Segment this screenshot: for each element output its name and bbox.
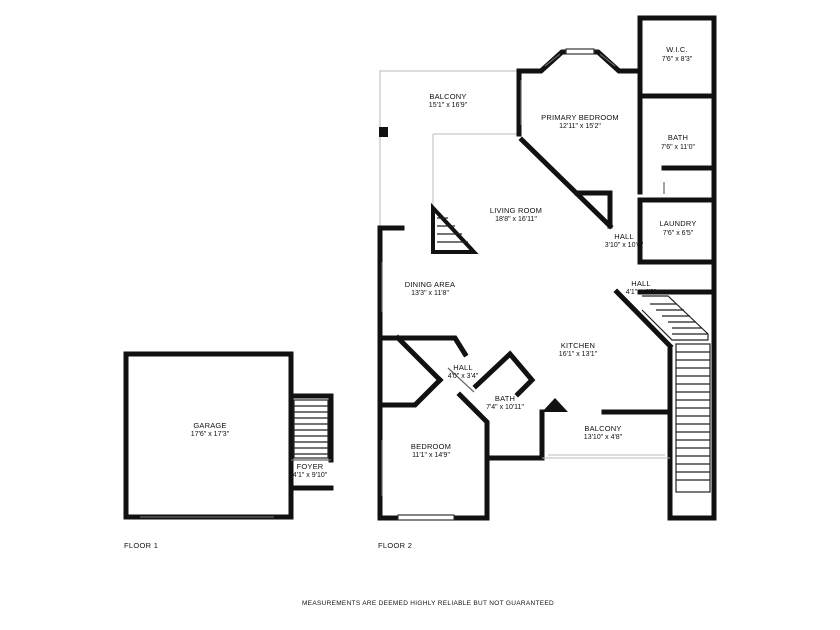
- room-label-garage: GARAGE 17'6" x 17'3": [191, 421, 230, 438]
- room-label-primary-bedroom: PRIMARY BEDROOM 12'11" x 15'2": [541, 113, 619, 130]
- svg-text:KITCHEN: KITCHEN: [561, 341, 595, 350]
- bay-window: [565, 48, 595, 55]
- room-label-dining-area: DINING AREA 13'3" x 11'8": [405, 280, 456, 297]
- balcony-railing: [379, 70, 519, 226]
- room-label-hall-center: HALL 3'10" x 10'6": [605, 232, 644, 249]
- room-label-hall-small: HALL 4'0" x 3'4": [448, 363, 479, 380]
- foyer-wall: [288, 393, 334, 463]
- svg-text:PRIMARY BEDROOM: PRIMARY BEDROOM: [541, 113, 619, 122]
- svg-text:4'0" x 3'4": 4'0" x 3'4": [448, 373, 479, 380]
- svg-text:7'6" x 6'5": 7'6" x 6'5": [663, 230, 694, 237]
- svg-text:4'1" x 4'0": 4'1" x 4'0": [626, 289, 657, 296]
- svg-text:4'1" x 9'10": 4'1" x 9'10": [293, 472, 328, 479]
- svg-text:FOYER: FOYER: [297, 462, 324, 471]
- svg-text:LIVING ROOM: LIVING ROOM: [490, 206, 542, 215]
- svg-text:BEDROOM: BEDROOM: [411, 442, 451, 451]
- svg-text:16'1" x 13'1": 16'1" x 13'1": [559, 351, 598, 358]
- floor-1-label: FLOOR 1: [124, 541, 158, 550]
- svg-text:BALCONY: BALCONY: [429, 92, 466, 101]
- room-label-bedroom: BEDROOM 11'1" x 14'9": [411, 442, 451, 459]
- room-label-wic: W.I.C. 7'6" x 8'3": [662, 45, 693, 63]
- fireplace: [431, 202, 479, 254]
- disclaimer-text: MEASUREMENTS ARE DEEMED HIGHLY RELIABLE …: [302, 600, 554, 607]
- room-label-foyer: FOYER 4'1" x 9'10": [293, 462, 328, 479]
- floor-2-label: FLOOR 2: [378, 541, 412, 550]
- svg-text:HALL: HALL: [614, 232, 634, 241]
- svg-text:GARAGE: GARAGE: [193, 421, 226, 430]
- right-wing-outer-wall: [637, 15, 717, 521]
- svg-text:13'10" x 4'8": 13'10" x 4'8": [584, 434, 623, 441]
- room-label-kitchen: KITCHEN 16'1" x 13'1": [559, 341, 598, 358]
- primary-bay-wall: [516, 49, 643, 74]
- svg-text:13'3" x 11'8": 13'3" x 11'8": [411, 290, 449, 297]
- svg-text:11'1" x 14'9": 11'1" x 14'9": [412, 452, 450, 459]
- floor-2-plan: [377, 15, 717, 521]
- svg-text:HALL: HALL: [453, 363, 473, 372]
- bedroom-outer-wall: [377, 333, 545, 521]
- svg-text:DINING AREA: DINING AREA: [405, 280, 456, 289]
- main-stairs: [641, 295, 711, 493]
- svg-text:7'6" x 11'0": 7'6" x 11'0": [661, 144, 695, 151]
- svg-text:15'1" x 16'9": 15'1" x 16'9": [429, 102, 468, 109]
- room-label-bath-upper: BATH 7'6" x 11'0": [661, 133, 695, 151]
- foyer-stairs: [293, 399, 329, 459]
- room-label-living-room: LIVING ROOM 18'8" x 16'11": [490, 206, 542, 223]
- dining-left-wall: [377, 225, 405, 339]
- primary-diagonal-wall: [518, 136, 614, 230]
- floor-1-plan: [123, 351, 334, 520]
- kitchen-counter-corner: [542, 398, 568, 412]
- svg-text:BATH: BATH: [668, 133, 688, 142]
- bedroom-window: [397, 514, 455, 521]
- svg-text:7'4" x 10'11": 7'4" x 10'11": [486, 404, 524, 411]
- svg-text:17'6" x 17'3": 17'6" x 17'3": [191, 431, 230, 438]
- room-label-balcony-bottom: BALCONY 13'10" x 4'8": [584, 424, 623, 441]
- svg-text:LAUNDRY: LAUNDRY: [659, 219, 696, 228]
- hall-diagonal-wall: [613, 288, 674, 350]
- svg-text:3'10" x 10'6": 3'10" x 10'6": [605, 242, 644, 249]
- room-label-balcony-top: BALCONY 15'1" x 16'9": [429, 92, 468, 109]
- svg-text:HALL: HALL: [631, 279, 651, 288]
- room-label-bath-lower: BATH 7'4" x 10'11": [486, 394, 524, 411]
- svg-text:7'6" x 8'3": 7'6" x 8'3": [662, 56, 693, 63]
- svg-text:12'11" x 15'2": 12'11" x 15'2": [559, 123, 601, 130]
- column: [379, 127, 388, 137]
- svg-text:W.I.C.: W.I.C.: [666, 45, 688, 54]
- room-label-laundry: LAUNDRY 7'6" x 6'5": [659, 219, 696, 237]
- room-label-hall-right: HALL 4'1" x 4'0": [626, 279, 657, 296]
- svg-text:BALCONY: BALCONY: [584, 424, 621, 433]
- svg-text:18'8" x 16'11": 18'8" x 16'11": [495, 216, 537, 223]
- svg-text:BATH: BATH: [495, 394, 515, 403]
